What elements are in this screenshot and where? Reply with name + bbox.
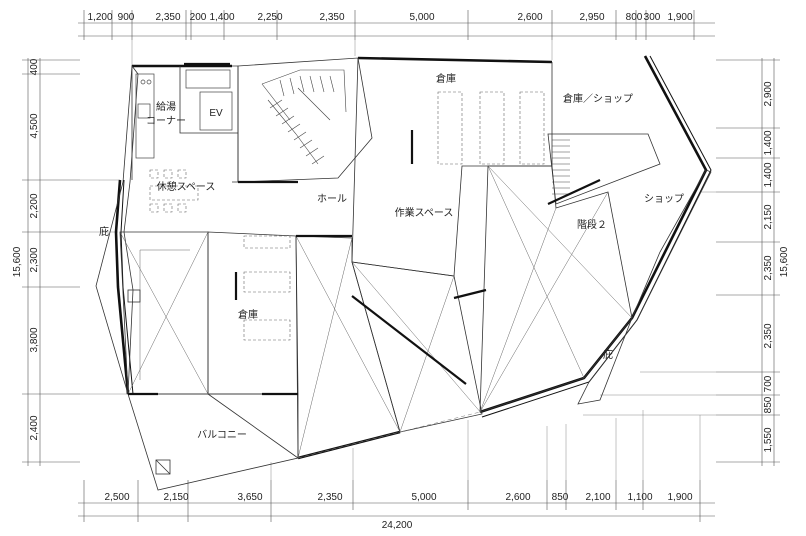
dim-right: 700 xyxy=(763,375,774,392)
dim-top: 2,350 xyxy=(319,12,344,23)
exterior-walls xyxy=(114,55,708,460)
dim-bottom: 5,000 xyxy=(411,492,436,503)
dim-right: 1,400 xyxy=(763,162,774,187)
dim-right: 2,350 xyxy=(763,323,774,348)
dim-left: 400 xyxy=(29,58,40,75)
dim-bottom: 1,900 xyxy=(667,492,692,503)
room-ev: EV xyxy=(209,108,223,119)
dim-left: 4,500 xyxy=(29,113,40,138)
dim-bottom: 2,150 xyxy=(163,492,188,503)
dim-top: 2,350 xyxy=(155,12,180,23)
dim-top: 1,400 xyxy=(209,12,234,23)
dim-bottom: 1,100 xyxy=(627,492,652,503)
room-sagyo: 作業スペース xyxy=(395,206,454,219)
dim-top: 800 xyxy=(626,12,643,23)
furniture xyxy=(149,91,545,341)
dim-left: 2,200 xyxy=(29,193,40,218)
dim-top: 2,250 xyxy=(257,12,282,23)
room-kyuto: 給湯 xyxy=(156,100,176,113)
dim-bottom-total: 24,200 xyxy=(382,520,413,531)
room-souko-top: 倉庫 xyxy=(436,72,456,85)
top-dimension-labels: 1,200 900 2,350 200 1,400 2,250 2,350 5,… xyxy=(87,12,692,23)
dim-bottom: 2,350 xyxy=(317,492,342,503)
room-balcony: バルコニー xyxy=(197,429,247,441)
slab-edge-dashed xyxy=(297,411,481,459)
stair-2-treads xyxy=(552,139,570,195)
room-kaidan2: 階段２ xyxy=(577,218,607,231)
dim-bottom: 850 xyxy=(552,492,569,503)
room-souko-shop: 倉庫／ショップ xyxy=(563,92,633,105)
dim-top: 2,950 xyxy=(579,12,604,23)
kitchen-counter xyxy=(135,69,233,159)
right-dimension-labels: 2,900 1,400 1,400 2,150 2,350 2,350 700 … xyxy=(763,81,790,452)
drain-marks xyxy=(127,289,171,475)
partitions xyxy=(128,62,601,396)
dim-left: 3,800 xyxy=(29,327,40,352)
dim-top: 2,600 xyxy=(517,12,542,23)
dim-left-total: 15,600 xyxy=(12,246,23,277)
room-kyukei: 休憩スペース xyxy=(157,180,216,193)
building-outline xyxy=(95,57,712,491)
grid-lines xyxy=(80,40,716,490)
dim-right: 2,150 xyxy=(763,204,774,229)
dim-top: 300 xyxy=(644,12,661,23)
dim-left: 2,300 xyxy=(29,247,40,272)
bottom-dimension-labels: 2,500 2,150 3,650 2,350 5,000 2,600 850 … xyxy=(104,492,692,531)
dim-bottom: 2,100 xyxy=(585,492,610,503)
dim-top: 200 xyxy=(190,12,207,23)
room-corner: コーナー xyxy=(146,115,186,127)
dim-right: 1,550 xyxy=(763,427,774,452)
dim-right: 1,400 xyxy=(763,130,774,155)
room-hisashi-right: 庇 xyxy=(603,348,613,361)
dim-top: 1,900 xyxy=(667,12,692,23)
dim-bottom: 2,600 xyxy=(505,492,530,503)
dim-left: 2,400 xyxy=(29,415,40,440)
dim-right-total: 15,600 xyxy=(779,246,790,277)
room-souko-left: 倉庫 xyxy=(238,308,258,321)
dim-top: 5,000 xyxy=(409,12,434,23)
dimension-frame xyxy=(22,10,780,522)
dim-top: 900 xyxy=(118,12,135,23)
main-staircase xyxy=(261,69,347,165)
room-labels: 給湯 コーナー EV 倉庫 倉庫／ショップ 休憩スペース ホール 作業スペース … xyxy=(99,72,684,441)
dim-right: 2,350 xyxy=(763,255,774,280)
dim-right: 2,900 xyxy=(763,81,774,106)
room-hall: ホール xyxy=(317,193,347,205)
void-cross-lines xyxy=(119,165,633,459)
dim-top: 1,200 xyxy=(87,12,112,23)
dim-right: 850 xyxy=(763,396,774,413)
left-dimension-labels: 400 4,500 2,200 2,300 3,800 2,400 15,600 xyxy=(12,58,40,440)
dim-bottom: 3,650 xyxy=(237,492,262,503)
room-shop: ショップ xyxy=(644,193,684,205)
dim-bottom: 2,500 xyxy=(104,492,129,503)
room-hisashi-left: 庇 xyxy=(99,225,109,238)
